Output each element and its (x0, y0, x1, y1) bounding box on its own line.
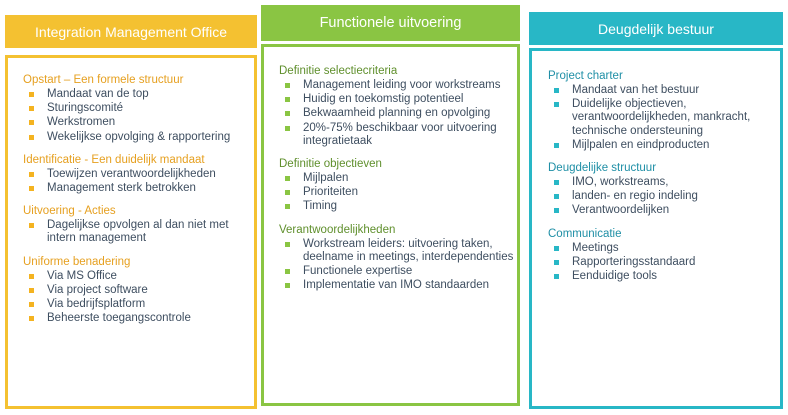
list-item: Via project software (23, 284, 254, 297)
column-title: Deugdelijk bestuur (598, 20, 714, 37)
section-title: Deugdelijke structuur (548, 162, 657, 175)
list-item: Sturingscomité (23, 102, 254, 115)
column-header-functionele-uitvoering: Functionele uitvoering (261, 5, 520, 41)
list-item: Mijlpalen en eindproducten (548, 139, 780, 152)
list-item: Wekelijkse opvolging & rapportering (23, 131, 254, 144)
list-item: Verantwoordelijken (548, 204, 780, 217)
column-header-deugdelijk-bestuur: Deugdelijk bestuur (529, 12, 783, 45)
list-item: Toewijzen verantwoordelijkheden (23, 168, 254, 181)
list-item: Timing (279, 200, 517, 213)
section-title: Definitie objectieven (279, 158, 382, 171)
section-project-charter: Project charter Mandaat van het bestuur … (548, 70, 780, 152)
section-title: Verantwoordelijkheden (279, 223, 396, 236)
list-item: Mijlpalen (279, 172, 517, 185)
section-title: Uniforme benadering (23, 255, 131, 268)
section-verantwoordelijkheden: Verantwoordelijkheden Workstream leiders… (279, 224, 517, 293)
list-item: Mandaat van de top (23, 88, 254, 101)
section-title: Identificatie - Een duidelijk mandaat (23, 153, 205, 166)
list-item: Via MS Office (23, 270, 254, 283)
list-item: Beheerste toegangscontrole (23, 312, 254, 325)
list-item: Workstream leiders: uitvoering taken, de… (279, 238, 517, 264)
list-item: Bekwaamheid planning en opvolging (279, 107, 517, 120)
section-title: Communicatie (548, 227, 622, 240)
section-title: Project charter (548, 70, 623, 82)
section-deugdelijke-structuur: Deugdelijke structuur IMO, workstreams, … (548, 162, 780, 218)
panel-integration-management-office: Opstart – Een formele structuur Mandaat … (5, 55, 257, 409)
section-title: Opstart – Een formele structuur (23, 74, 184, 86)
section-title: Definitie selectiecriteria (279, 65, 398, 77)
list-item: Rapporteringsstandaard (548, 256, 780, 269)
panel-functionele-uitvoering: Definitie selectiecriteria Management le… (261, 44, 520, 406)
list-item: Prioriteiten (279, 186, 517, 199)
list-item: Management leiding voor workstreams (279, 79, 517, 92)
list-item: Werkstromen (23, 116, 254, 129)
section-uitvoering: Uitvoering - Acties Dagelijkse opvolgen … (23, 205, 254, 245)
list-item: Functionele expertise (279, 265, 517, 278)
list-item: Duidelijke objectieven, verantwoordelijk… (548, 98, 780, 138)
section-communicatie: Communicatie Meetings Rapporteringsstand… (548, 228, 780, 284)
section-objectieven: Definitie objectieven Mijlpalen Priorite… (279, 158, 517, 214)
section-title: Uitvoering - Acties (23, 205, 116, 218)
panel-deugdelijk-bestuur: Project charter Mandaat van het bestuur … (529, 48, 783, 409)
section-opstart: Opstart – Een formele structuur Mandaat … (23, 74, 254, 144)
list-item: Meetings (548, 242, 780, 255)
section-uniforme-benadering: Uniforme benadering Via MS Office Via pr… (23, 256, 254, 326)
section-identificatie: Identificatie - Een duidelijk mandaat To… (23, 154, 254, 195)
column-title: Integration Management Office (35, 23, 227, 40)
list-item: Eenduidige tools (548, 270, 780, 283)
list-item: 20%-75% beschikbaar voor uitvoering inte… (279, 122, 517, 148)
list-item: Via bedrijfsplatform (23, 298, 254, 311)
list-item: landen- en regio indeling (548, 190, 780, 203)
column-title: Functionele uitvoering (319, 15, 462, 31)
list-item: Management sterk betrokken (23, 182, 254, 195)
section-selectiecriteria: Definitie selectiecriteria Management le… (279, 65, 517, 148)
column-header-integration-management-office: Integration Management Office (5, 15, 257, 48)
list-item: Dagelijkse opvolgen al dan niet met inte… (23, 219, 254, 245)
list-item: Huidig en toekomstig potentieel (279, 93, 517, 106)
list-item: Mandaat van het bestuur (548, 84, 780, 97)
list-item: IMO, workstreams, (548, 176, 780, 189)
list-item: Implementatie van IMO standaarden (279, 279, 517, 292)
